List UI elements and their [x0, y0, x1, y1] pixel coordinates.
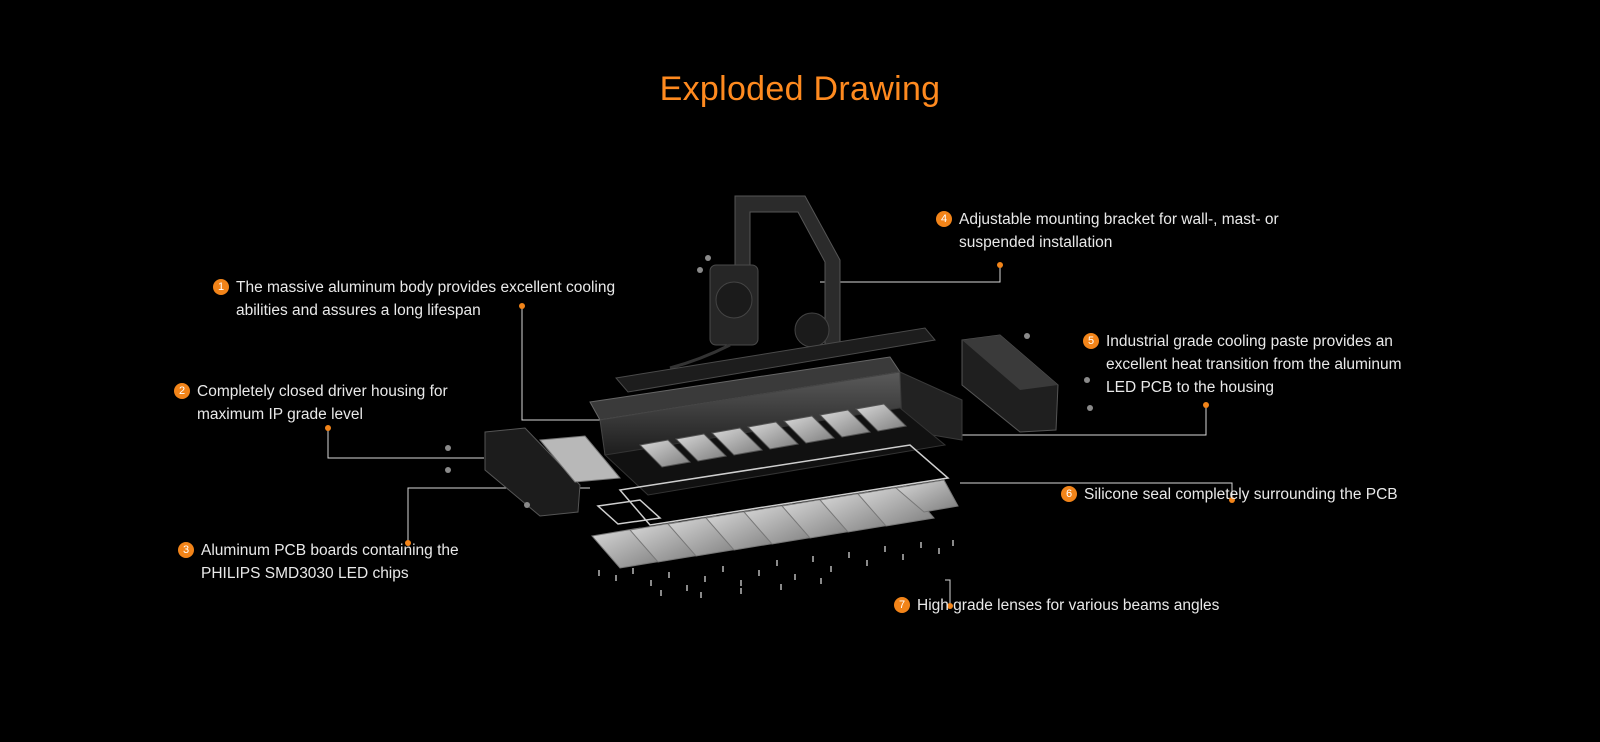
lens-panels: [591, 479, 959, 569]
top-bar: [615, 327, 936, 393]
callout-3-line-2: PHILIPS SMD3030 LED chips: [201, 565, 409, 582]
callout-2-number: 2: [174, 383, 190, 399]
callout-4-line-1: Adjustable mounting bracket for wall-, m…: [959, 211, 1279, 228]
callout-6-number: 6: [1061, 486, 1077, 502]
callout-2-line-2: maximum IP grade level: [197, 406, 363, 423]
callout-7-line-1: High grade lenses for various beams angl…: [917, 597, 1220, 614]
callout-5-line-1: Industrial grade cooling paste provides …: [1106, 333, 1393, 350]
callout-1-line-2: abilities and assures a long lifespan: [236, 302, 481, 319]
callout-5-line-2: excellent heat transition from the alumi…: [1106, 356, 1402, 373]
callout-1-number: 1: [213, 279, 229, 295]
callout-5-number: 5: [1083, 333, 1099, 349]
callout-1-line-1: The massive aluminum body provides excel…: [236, 279, 616, 296]
silicone-seal: [596, 444, 950, 526]
callout-3-number: 3: [178, 542, 194, 558]
page-title: Exploded Drawing: [659, 70, 941, 108]
screws: [445, 255, 1093, 598]
callout-4-line-2: suspended installation: [959, 234, 1113, 251]
led-pcb-boards: [603, 403, 947, 496]
callout-3: 3 Aluminum PCB boards containing the PHI…: [178, 539, 459, 585]
callout-2: 2 Completely closed driver housing for m…: [174, 380, 448, 426]
callout-4: 4 Adjustable mounting bracket for wall-,…: [936, 208, 1279, 254]
callout-2-line-1: Completely closed driver housing for: [197, 383, 448, 400]
callout-5-line-3: LED PCB to the housing: [1106, 379, 1275, 396]
left-driver-housing: [484, 427, 621, 517]
callout-6: 6 Silicone seal completely surrounding t…: [1061, 483, 1398, 506]
callout-3-line-1: Aluminum PCB boards containing the: [201, 542, 459, 559]
callout-5: 5 Industrial grade cooling paste provide…: [1083, 330, 1402, 399]
callout-1: 1 The massive aluminum body provides exc…: [213, 276, 616, 322]
callout-6-line-1: Silicone seal completely surrounding the…: [1084, 486, 1398, 503]
callout-4-number: 4: [936, 211, 952, 227]
mounting-bracket: [669, 195, 841, 370]
right-driver-housing: [961, 334, 1059, 433]
callout-7: 7 High grade lenses for various beams an…: [894, 594, 1220, 617]
callout-7-number: 7: [894, 597, 910, 613]
